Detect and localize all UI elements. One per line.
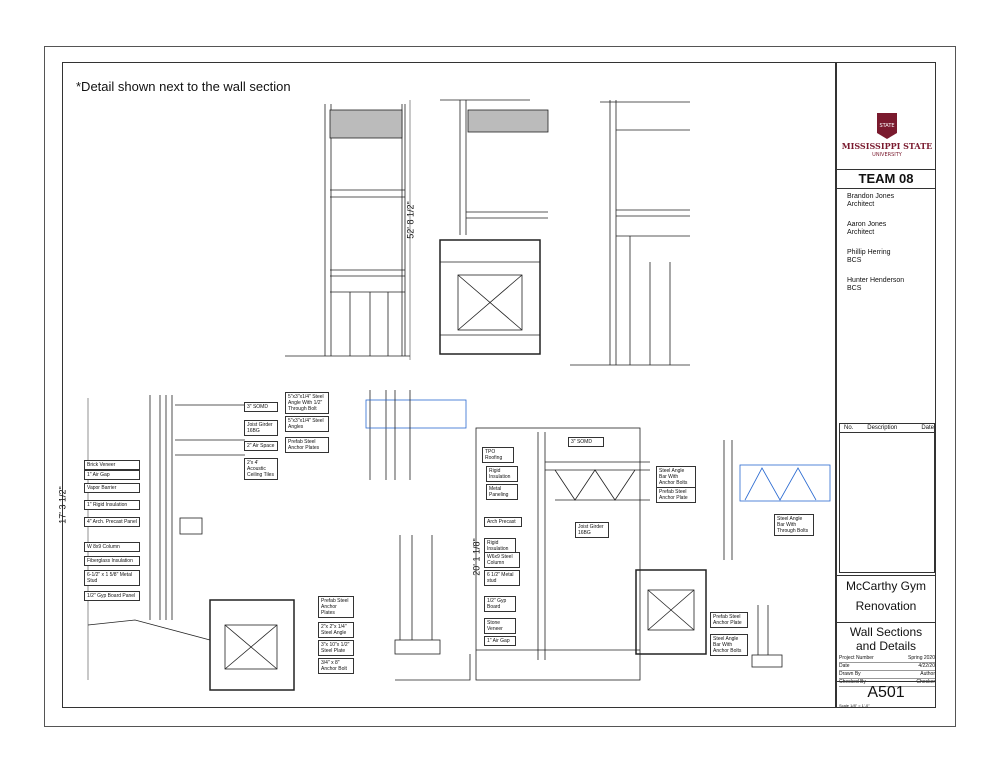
detail-far-right [723,440,831,668]
wall-section-bottom-left [87,395,245,680]
project-line2: Renovation [855,599,917,613]
member-name: Brandon Jones [847,193,895,200]
callout: Prefab Steel Anchor Plate [656,487,696,503]
wall-section-right [475,427,650,681]
dimension-top-section: 52' 8 1/2" [405,201,416,239]
callout: Steel Angle Bar With Through Bolts [774,514,814,536]
callout: Prefab Steel Anchor Plates [285,437,329,453]
team-label: TEAM 08 [837,169,935,189]
rev-col-date: Date [921,425,934,431]
dimension-left-section: 17' 3 1/2" [57,486,68,524]
callout: 2"x 2"x 1/4" Steel Angle [318,622,354,638]
floor-plan-right [635,569,707,655]
sheet-title-line2: and Details [855,639,917,653]
callout: Arch Precast [484,517,522,527]
project-name: McCarthy Gym Renovation [837,575,935,616]
member-name: Phillip Herring [847,249,891,256]
meta-label: Date [839,663,850,669]
callout: W 8x9 Column [84,542,140,552]
member-name: Aaron Jones [847,221,887,228]
logo-line2: UNIVERSITY [872,152,903,158]
callout: 6 1/2" Metal stud [484,570,520,586]
logo-line1: MISSISSIPPI STATE [842,141,933,151]
drawing-sheet [44,46,956,727]
scale-label: Scale 1/8" = 1'-0" [839,703,870,708]
callout: TPO Roofing [482,447,514,463]
sheet-number: A501 [837,681,935,704]
floor-plan-top [439,239,541,355]
callout: 3/4" x 8" Anchor Bolt [318,658,354,674]
callout: Rigid Insulation [486,466,518,482]
callout: Joist Girder 16BG [575,522,609,538]
callout: Rigid Insulation [484,538,516,554]
callout: 1/2" Gyp Board Panel [84,591,140,601]
callout: 1" Air Gap [84,470,140,480]
rev-col-no: No. [844,425,854,431]
meta-label: Checked By [839,679,866,685]
callout: 5"x3"x1/4" Steel Angle With 1/2" Through… [285,392,329,414]
meta-label: Project Number [839,655,874,661]
callout: Fiberglass Insulation [84,556,140,566]
callout: 5"x3"x1/4" Steel Angles [285,416,329,432]
university-logo: STATE MISSISSIPPI STATE UNIVERSITY [837,103,935,167]
member-role: Architect [847,229,875,236]
callout: Steel Angle Bar With Anchor Bolts [710,634,748,656]
sheet-title-line1: Wall Sections [849,625,923,639]
wall-section-1 [285,100,411,360]
revision-table: No. Description Date [839,423,935,573]
detail-mid-bottom [394,535,471,681]
callout: Prefab Steel Anchor Plates [318,596,354,618]
detail-note: *Detail shown next to the wall section [76,79,291,94]
meta-value: Author [920,671,935,677]
callout: Metal Paneling [486,484,518,500]
callout: Prefab Steel Anchor Plate [710,612,748,628]
callout: 3"x 10"x 1/2" Steel Plate [318,640,354,656]
callout: 1" Air Gap [484,636,516,646]
callout: Brick Veneer [84,460,140,470]
meta-value: Spring 2020 [908,655,935,661]
wall-section-2 [440,99,549,235]
member-name: Hunter Henderson [847,277,905,284]
rev-col-description: Description [867,425,898,431]
meta-value: Checker [916,679,935,685]
dimension-right-section: 20' 1 1/8" [471,538,482,576]
wall-section-3 [570,100,690,366]
callout: 3" SOMD [244,402,278,412]
callout: 4" Arch. Precast Panel [84,517,140,527]
member-role: BCS [847,285,862,292]
detail-mid-top [365,390,467,480]
meta-label: Drawn By [839,671,861,677]
floor-plan-bottom-left [209,599,295,691]
callout: Steel Angle Bar With Anchor Bolts [656,466,696,488]
callout: 1/2" Gyp Board [484,596,516,612]
callout: Vapor Barrier [84,483,140,493]
callout: 2'x 4' Acoustic Ceiling Tiles [244,458,278,480]
drawing-area [62,62,836,708]
callout: W6x9 Steel Column [484,552,520,568]
callout: 1" Rigid Insulation [84,500,140,510]
callout: Joist Girder 16BG [244,420,278,436]
member-role: BCS [847,257,862,264]
callout: 3" SOMD [568,437,604,447]
project-line1: McCarthy Gym [845,579,926,593]
callout: 2" Air Space [244,441,278,451]
callout: Stone Veneer [484,618,516,634]
sheet-title: Wall Sections and Details [837,622,935,653]
sheet-meta: Project Number Spring 2020 Date 4/22/20 Dr… [839,655,935,687]
logo-word: STATE [879,123,894,129]
title-block: STATE MISSISSIPPI STATE UNIVERSITY TEAM … [836,62,936,708]
meta-value: 4/22/20 [918,663,935,669]
callout: 6-1/2" x 1 5/8" Metal Stud [84,570,140,586]
member-role: Architect [847,201,875,208]
